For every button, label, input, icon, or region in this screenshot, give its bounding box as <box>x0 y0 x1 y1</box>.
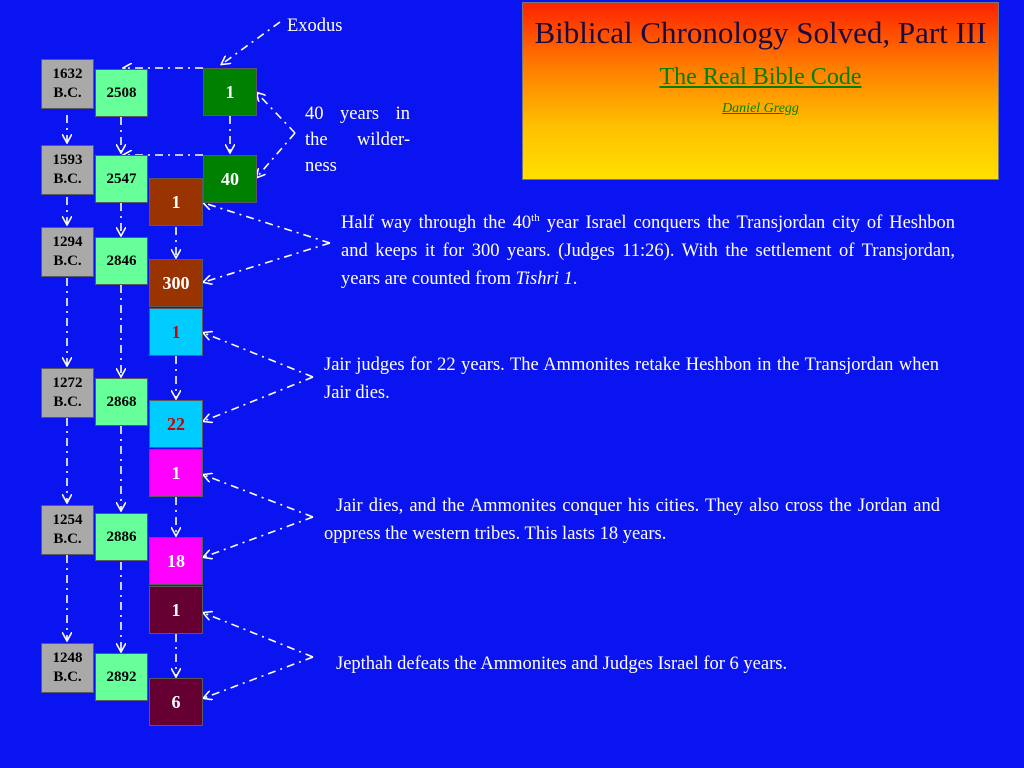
date-year: 1248 <box>52 650 83 666</box>
author-link[interactable]: Daniel Gregg <box>722 101 799 116</box>
jair-note: Jair judges for 22 years. The Ammonites … <box>324 355 939 403</box>
date-year: 1294 <box>52 234 83 250</box>
am-box-2886: 2886 <box>95 513 148 561</box>
heshbon-note: Half way through the 40th year Israel co… <box>341 209 955 293</box>
am-box-2868: 2868 <box>95 378 148 426</box>
count-box-6: 6 <box>149 678 203 726</box>
heshbon-text-middle: year Israel conquers the Transjordan cit… <box>341 213 955 289</box>
am-box-2547: 2547 <box>95 155 148 203</box>
title-link[interactable]: The Real Bible Code <box>659 64 862 90</box>
date-era: B.C. <box>53 171 82 187</box>
count-box-jepthah-1: 1 <box>149 586 203 634</box>
ammonites-note: Jair dies, and the Ammonites conquer his… <box>324 496 940 544</box>
wilderness-arrow-top <box>257 93 296 134</box>
wilderness-arrow-bottom <box>257 132 296 177</box>
exodus-arrow <box>222 21 281 64</box>
am-box-2892: 2892 <box>95 653 148 701</box>
jair-arrow-a <box>204 333 314 378</box>
ammonites-arrow-a <box>204 475 314 518</box>
wilderness-label: 40 years in the wilder-ness <box>305 104 410 176</box>
date-era: B.C. <box>53 394 82 410</box>
count-box-18: 18 <box>149 537 203 585</box>
jepthah-arrow-b <box>204 656 314 698</box>
date-year: 1593 <box>52 152 83 168</box>
jair-arrow-b <box>204 376 314 421</box>
count-box-jair-1: 1 <box>149 308 203 356</box>
count-box-300: 300 <box>149 259 203 307</box>
heshbon-text-start: Half way through the 40 <box>341 213 532 233</box>
title-panel: Biblical Chronology Solved, Part III The… <box>522 2 999 180</box>
ammonites-arrow-b <box>204 516 314 557</box>
page-title: Biblical Chronology Solved, Part III <box>534 15 987 50</box>
heshbon-arrow-b <box>204 242 331 282</box>
count-box-heshbon-1: 1 <box>149 178 203 226</box>
count-box-22: 22 <box>149 400 203 448</box>
jepthah-note: Jepthah defeats the Ammonites and Judges… <box>336 654 788 674</box>
am-box-2508: 2508 <box>95 69 148 117</box>
date-year: 1272 <box>52 375 83 391</box>
heshbon-arrow-a <box>204 203 331 244</box>
jepthah-arrow-a <box>204 613 314 658</box>
date-era: B.C. <box>53 85 82 101</box>
count-box-exodus-1: 1 <box>203 68 257 116</box>
date-era: B.C. <box>53 253 82 269</box>
date-year: 1254 <box>52 512 83 528</box>
heshbon-superscript: th <box>531 211 540 224</box>
count-box-40: 40 <box>203 155 257 203</box>
date-year: 1632 <box>52 66 83 82</box>
date-era: B.C. <box>53 531 82 547</box>
count-box-ammon-1: 1 <box>149 449 203 497</box>
exodus-label: Exodus <box>287 16 343 36</box>
date-era: B.C. <box>53 669 82 685</box>
heshbon-tishri: Tishri 1 <box>515 269 573 289</box>
am-box-2846: 2846 <box>95 237 148 285</box>
heshbon-text-end: . <box>572 269 578 289</box>
